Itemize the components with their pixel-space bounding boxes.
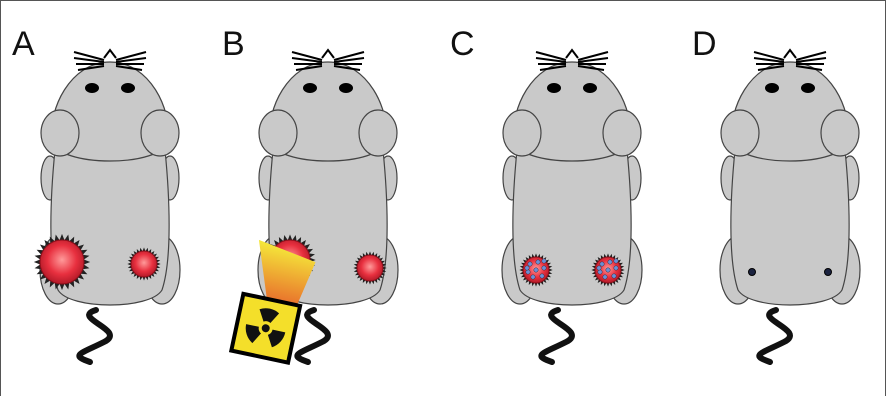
nanoparticle-dot bbox=[542, 266, 546, 270]
nanoparticle-dot bbox=[608, 260, 612, 264]
tumor-core bbox=[40, 240, 84, 284]
ear-left bbox=[41, 110, 79, 156]
tail bbox=[541, 310, 572, 362]
panel-a: A bbox=[12, 25, 180, 362]
ear-right bbox=[603, 110, 641, 156]
mouse-a bbox=[40, 50, 180, 362]
panel-d: D bbox=[692, 25, 860, 362]
eye-right bbox=[339, 83, 353, 93]
nose bbox=[322, 50, 334, 58]
tail bbox=[79, 310, 110, 362]
nanoparticle-dot bbox=[528, 262, 532, 266]
nanoparticle-dot bbox=[606, 268, 610, 272]
tumor-core bbox=[357, 255, 383, 281]
panel-b: B bbox=[222, 25, 398, 364]
nanoparticle-dot bbox=[600, 262, 604, 266]
nanoparticle-dot bbox=[525, 266, 529, 270]
nanoparticle-dot bbox=[614, 266, 618, 270]
panel-label: B bbox=[222, 25, 245, 63]
nose bbox=[566, 50, 578, 58]
panel-label: D bbox=[692, 25, 717, 63]
nose bbox=[784, 50, 796, 58]
ear-left bbox=[503, 110, 541, 156]
panel-label: A bbox=[12, 25, 35, 63]
nanoparticle-dot bbox=[598, 270, 602, 274]
panel-c: C bbox=[450, 25, 642, 362]
ear-right bbox=[141, 110, 179, 156]
eye-right bbox=[801, 83, 815, 93]
tumor-remnant-left bbox=[749, 269, 756, 276]
nanoparticle-dot bbox=[536, 260, 540, 264]
tail bbox=[297, 310, 328, 362]
body bbox=[731, 150, 849, 305]
tumor-core bbox=[131, 251, 157, 277]
mouse-d bbox=[720, 50, 860, 362]
nose bbox=[104, 50, 116, 58]
eye-left bbox=[765, 83, 779, 93]
ear-right bbox=[821, 110, 859, 156]
eye-left bbox=[547, 83, 561, 93]
ear-left bbox=[721, 110, 759, 156]
eye-right bbox=[583, 83, 597, 93]
ear-left bbox=[259, 110, 297, 156]
nanoparticle-dot bbox=[597, 266, 601, 270]
nanoparticle-dot bbox=[612, 274, 616, 278]
eye-right bbox=[121, 83, 135, 93]
ear-right bbox=[359, 110, 397, 156]
nanoparticle-dot bbox=[542, 259, 546, 263]
tumor-remnant-right bbox=[825, 269, 832, 276]
tail bbox=[759, 310, 790, 362]
nanoparticle-dot bbox=[614, 259, 618, 263]
nanoparticle-dot bbox=[526, 270, 530, 274]
nanoparticle-dot bbox=[531, 275, 535, 279]
nanoparticle-dot bbox=[603, 275, 607, 279]
panel-label: C bbox=[450, 25, 475, 63]
nanoparticle-dot bbox=[534, 268, 538, 272]
mouse-c bbox=[502, 50, 642, 362]
eye-left bbox=[303, 83, 317, 93]
nanoparticle-dot bbox=[540, 274, 544, 278]
eye-left bbox=[85, 83, 99, 93]
